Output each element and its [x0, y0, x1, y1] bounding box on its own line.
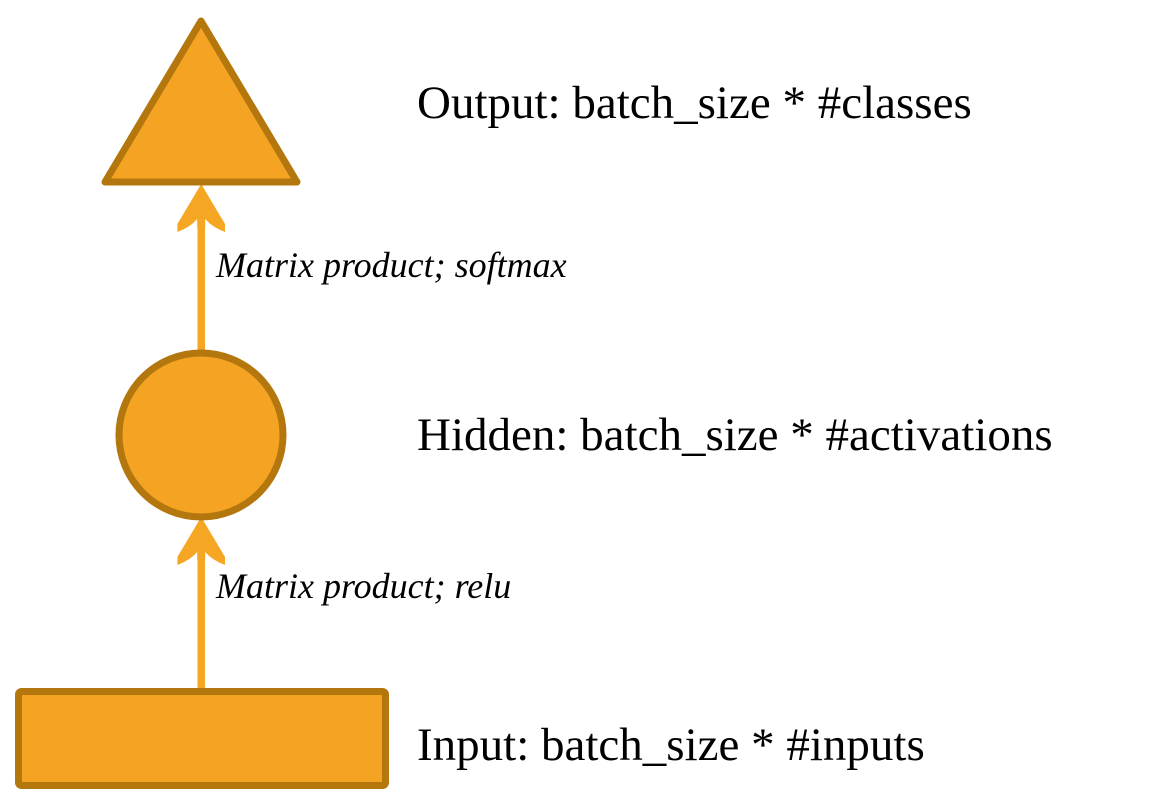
output-layer-label: Output: batch_size * #classes — [417, 77, 972, 129]
arrow-head — [177, 517, 225, 565]
arrow-input-to-hidden — [177, 517, 225, 690]
edge-label-input-to-hidden: Matrix product; relu — [216, 566, 512, 606]
arrow-hidden-to-output — [177, 184, 225, 358]
edge-label-hidden-to-output: Matrix product; softmax — [216, 245, 567, 285]
rectangle-node-icon[interactable] — [15, 688, 389, 789]
triangle-node-icon[interactable] — [101, 17, 301, 186]
arrow-shaft — [197, 212, 205, 358]
hidden-layer-label: Hidden: batch_size * #activations — [417, 409, 1053, 461]
arrow-head — [177, 184, 225, 232]
arrow-shaft — [197, 545, 205, 690]
input-layer-label: Input: batch_size * #inputs — [417, 719, 925, 771]
circle-node-icon[interactable] — [115, 349, 287, 521]
